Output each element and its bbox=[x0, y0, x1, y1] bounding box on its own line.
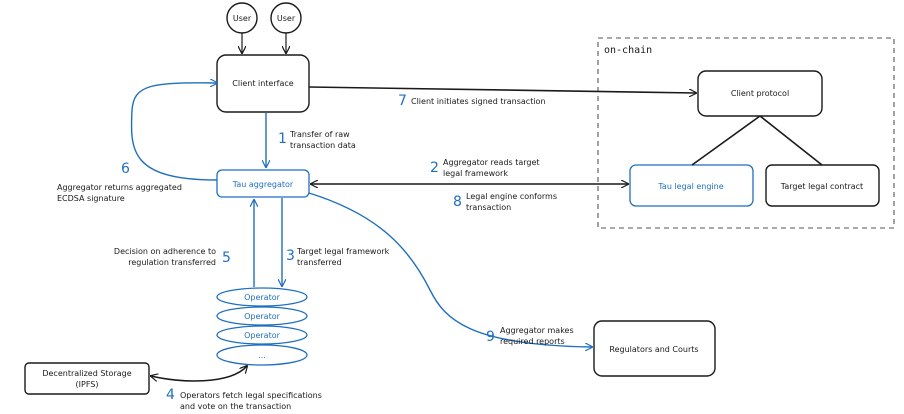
tau-aggregator-label: Tau aggregator bbox=[232, 180, 294, 189]
step-text: regulation transferred bbox=[128, 258, 216, 267]
operator-node bbox=[216, 344, 308, 366]
storage-label-line1: Decentralized Storage bbox=[42, 369, 131, 378]
step-number: 4 bbox=[166, 387, 175, 403]
target-legal-contract-label: Target legal contract bbox=[780, 182, 863, 191]
step-text: Aggregator reads target bbox=[443, 158, 540, 167]
step-text: Client initiates signed transaction bbox=[411, 97, 546, 106]
operator-stack: Operator Operator Operator ... bbox=[216, 287, 308, 366]
tau-legal-engine-node: Tau legal engine bbox=[629, 164, 754, 207]
step-number: 2 bbox=[430, 160, 439, 176]
step-3-label: 3 Target legal framework transferred bbox=[286, 247, 390, 267]
step-number: 3 bbox=[286, 248, 295, 264]
operator-node bbox=[216, 325, 308, 345]
step-number: 9 bbox=[486, 329, 495, 345]
step-number: 8 bbox=[453, 194, 462, 210]
user-label: User bbox=[277, 14, 296, 23]
step-1-label: 1 Transfer of raw transaction data bbox=[278, 130, 356, 150]
step-text: transferred bbox=[297, 258, 342, 267]
onchain-region bbox=[597, 37, 895, 229]
tau-aggregator-node: Tau aggregator bbox=[216, 169, 310, 198]
operator-node bbox=[216, 287, 308, 307]
user-node-1: User bbox=[226, 2, 258, 34]
arrow-9 bbox=[308, 192, 592, 347]
step-9-label: 9 Aggregator makes required reports bbox=[486, 326, 574, 346]
step-8-label: 8 Legal engine conforms transaction bbox=[453, 192, 557, 212]
step-text: Target legal framework bbox=[296, 247, 390, 256]
step-number: 6 bbox=[121, 161, 130, 177]
client-interface-node: Client interface bbox=[216, 54, 310, 113]
operator-label: Operator bbox=[244, 312, 281, 321]
operator-node bbox=[216, 306, 308, 326]
user-node-2: User bbox=[270, 2, 302, 34]
regulators-node: Regulators and Courts bbox=[593, 320, 716, 377]
step-text: legal framework bbox=[443, 169, 508, 178]
storage-node: Decentralized Storage (IPFS) bbox=[24, 362, 150, 395]
operator-label: ... bbox=[258, 351, 266, 360]
onchain-label: on-chain bbox=[604, 45, 652, 56]
step-7-label: 7 Client initiates signed transaction bbox=[398, 93, 546, 109]
client-interface-label: Client interface bbox=[232, 79, 293, 88]
storage-label-line2: (IPFS) bbox=[76, 380, 99, 389]
step-text: Transfer of raw bbox=[289, 130, 350, 139]
step-text: transaction data bbox=[290, 141, 356, 150]
step-6-label: 6 Aggregator returns aggregated ECDSA si… bbox=[57, 161, 182, 203]
tau-legal-engine-label: Tau legal engine bbox=[657, 182, 723, 191]
step-text: Decision on adherence to bbox=[114, 247, 216, 256]
step-text: Operators fetch legal specifications bbox=[180, 391, 322, 400]
arrow-6 bbox=[130, 83, 217, 181]
step-5-label: Decision on adherence to regulation tran… bbox=[114, 247, 231, 267]
step-text: Legal engine conforms bbox=[466, 192, 557, 201]
protocol-contract-link bbox=[759, 115, 823, 166]
step-number: 5 bbox=[222, 250, 231, 266]
step-text: and vote on the transaction bbox=[180, 402, 291, 411]
target-legal-contract-node: Target legal contract bbox=[765, 164, 880, 207]
arrow-4 bbox=[151, 366, 247, 382]
user-label: User bbox=[233, 14, 252, 23]
step-text: ECDSA signature bbox=[57, 194, 125, 203]
client-protocol-node: Client protocol bbox=[697, 70, 823, 117]
protocol-engine-link bbox=[691, 115, 761, 166]
arrow-7 bbox=[308, 86, 696, 93]
step-text: transaction bbox=[466, 203, 511, 212]
regulators-label: Regulators and Courts bbox=[609, 345, 698, 354]
step-text: Aggregator returns aggregated bbox=[57, 183, 182, 192]
step-4-label: 4 Operators fetch legal specifications a… bbox=[166, 387, 322, 411]
step-number: 7 bbox=[398, 93, 407, 109]
operator-label: Operator bbox=[244, 331, 281, 340]
client-protocol-label: Client protocol bbox=[731, 89, 789, 98]
operator-label: Operator bbox=[244, 293, 281, 302]
step-2-label: 2 Aggregator reads target legal framewor… bbox=[430, 158, 540, 178]
step-text: required reports bbox=[500, 337, 565, 346]
step-number: 1 bbox=[278, 131, 287, 147]
step-text: Aggregator makes bbox=[500, 326, 574, 335]
